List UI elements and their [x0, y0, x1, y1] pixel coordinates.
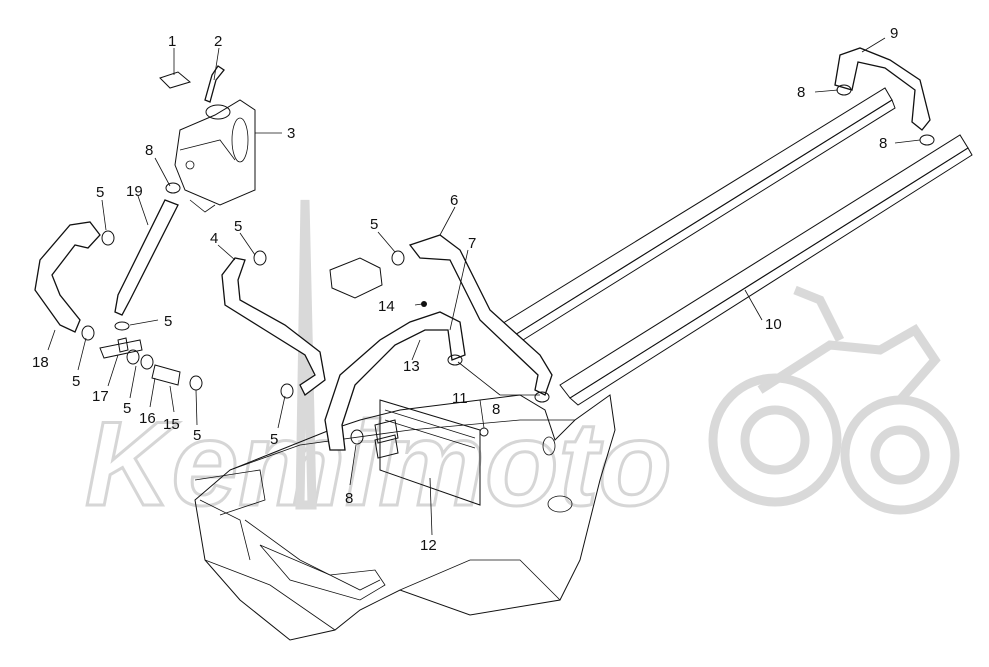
callout-5: 5 — [72, 373, 80, 390]
callout-1: 1 — [168, 33, 176, 50]
hose-18 — [34, 221, 101, 333]
hose-clamps — [81, 84, 935, 445]
callout-18: 18 — [32, 354, 49, 371]
callout-4: 4 — [210, 230, 218, 247]
callout-8: 8 — [145, 142, 153, 159]
hose-9 — [834, 47, 931, 131]
callout-8: 8 — [345, 490, 353, 507]
callouts: 1 2 3 4 5 5 5 5 5 5 5 5 6 7 8 8 8 8 8 9 … — [32, 25, 898, 554]
callout-15: 15 — [163, 416, 180, 433]
callout-5: 5 — [193, 427, 201, 444]
callout-6: 6 — [450, 192, 458, 209]
heat-exchanger-panel — [374, 399, 481, 506]
tee-fitting — [99, 339, 143, 359]
callout-5: 5 — [234, 218, 242, 235]
callout-5: 5 — [164, 313, 172, 330]
callout-8: 8 — [797, 84, 805, 101]
callout-7: 7 — [468, 235, 476, 252]
filter — [151, 364, 181, 386]
gasket — [159, 71, 192, 89]
leader-lines — [47, 37, 921, 536]
callout-14: 14 — [378, 298, 395, 315]
callout-17: 17 — [92, 388, 109, 405]
callout-13: 13 — [403, 358, 420, 375]
callout-11: 11 — [452, 390, 468, 407]
callout-2: 2 — [214, 33, 222, 50]
watermark-text: Kemimoto — [85, 397, 672, 531]
breather-hose — [204, 65, 225, 103]
callout-5: 5 — [96, 184, 104, 201]
motorcycle-watermark-icon — [708, 285, 960, 515]
callout-16: 16 — [139, 410, 156, 427]
callout-8: 8 — [879, 135, 887, 152]
hose-19 — [114, 199, 179, 316]
callout-9: 9 — [890, 25, 898, 42]
callout-8: 8 — [492, 401, 500, 418]
callout-5: 5 — [123, 400, 131, 417]
callout-5: 5 — [270, 431, 278, 448]
coolant-tank — [174, 99, 256, 213]
rail-coolers — [499, 87, 973, 406]
hose-4 — [221, 257, 326, 396]
callout-10: 10 — [765, 316, 782, 333]
thermostat-housing — [329, 257, 383, 299]
watermark: Kemimoto — [84, 199, 960, 533]
callout-5: 5 — [370, 216, 378, 233]
callout-3: 3 — [287, 125, 295, 142]
callout-12: 12 — [420, 537, 437, 554]
callout-19: 19 — [126, 183, 143, 200]
hose-6 — [408, 234, 553, 396]
